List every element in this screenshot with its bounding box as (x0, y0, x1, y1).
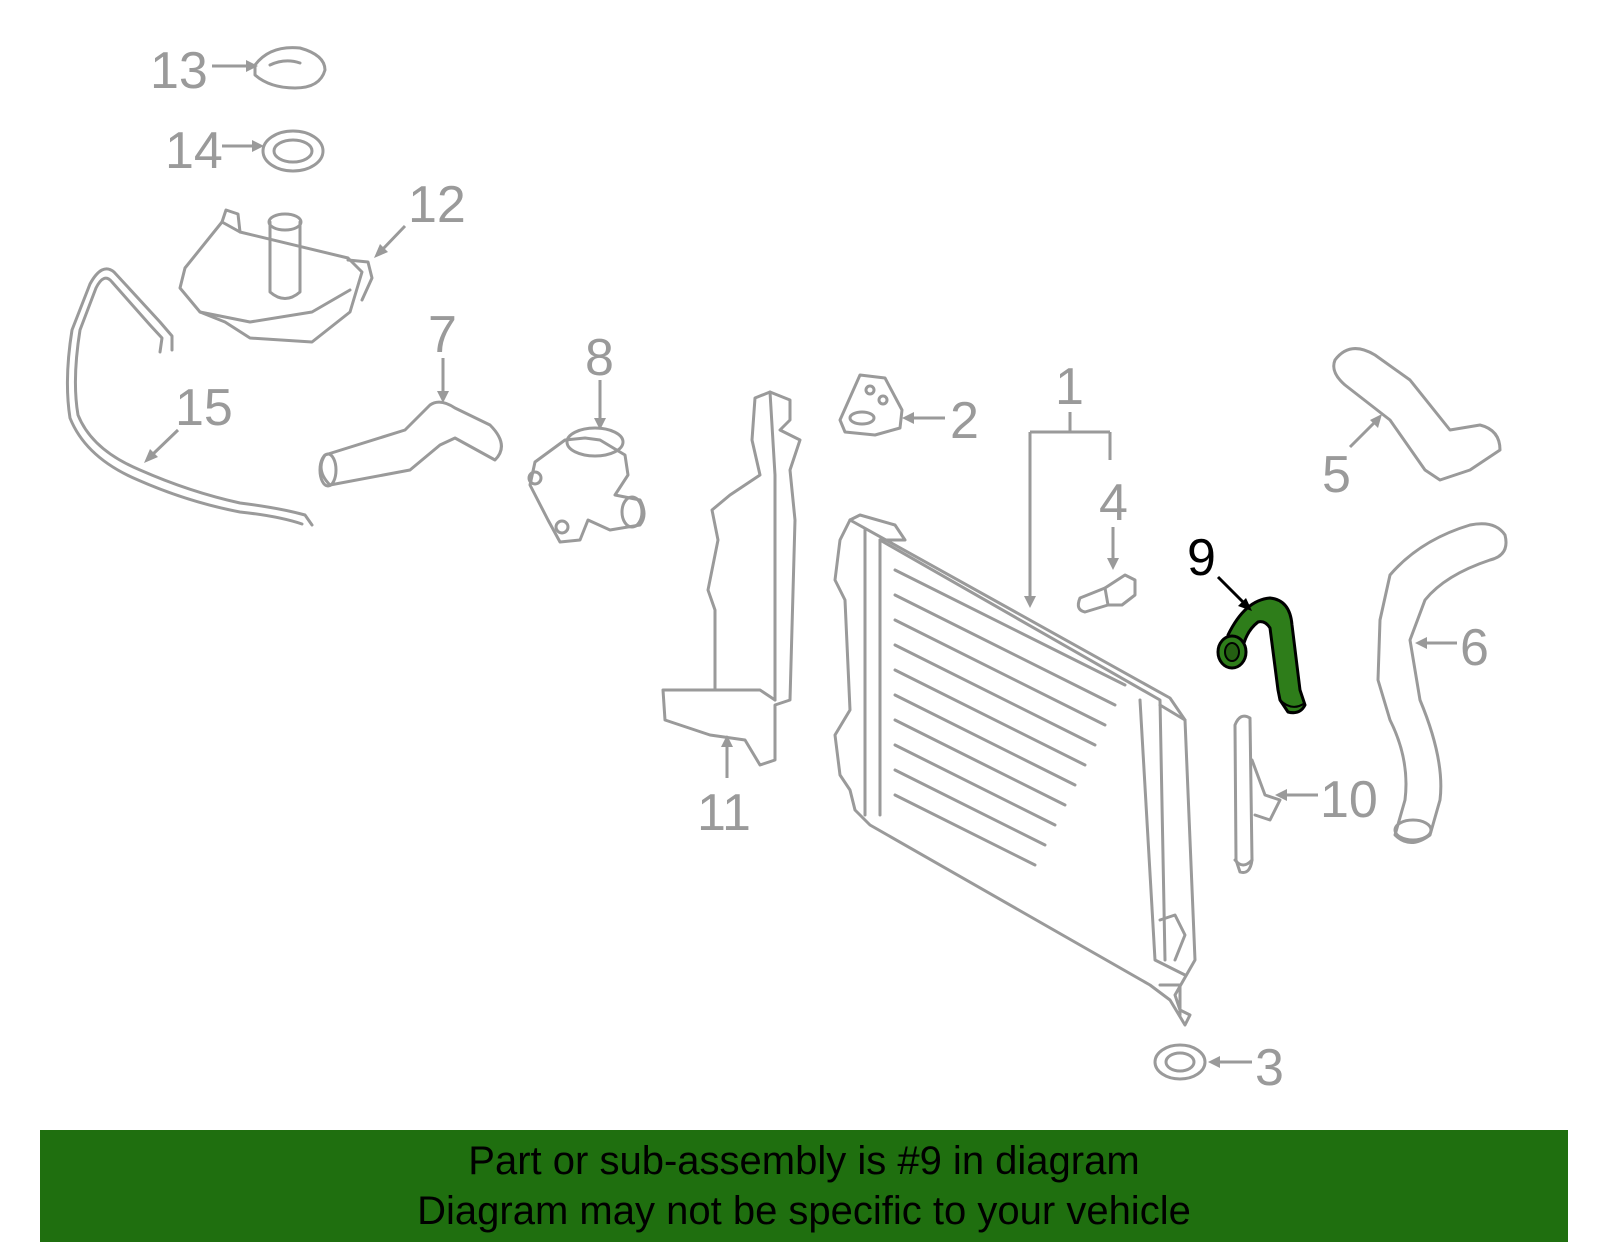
callout-10: 10 (1320, 771, 1378, 829)
leader-2 (902, 412, 945, 424)
callout-5: 5 (1322, 446, 1351, 504)
leader-8 (594, 380, 606, 430)
leader-9 (1216, 575, 1252, 611)
leader-10 (1275, 789, 1318, 801)
callout-14: 14 (165, 122, 223, 180)
part-8-thermostat[interactable] (527, 426, 646, 544)
callout-9: 9 (1187, 529, 1216, 587)
leader-13 (212, 60, 258, 72)
leader-5 (1348, 414, 1382, 449)
callout-15: 15 (175, 379, 233, 437)
leader-11 (721, 735, 733, 778)
leader-14 (222, 140, 264, 152)
part-12-reservoir[interactable] (178, 208, 374, 344)
leader-4 (1107, 527, 1119, 570)
callout-1: 1 (1055, 358, 1084, 416)
callout-4: 4 (1099, 474, 1128, 532)
leader-1 (1024, 412, 1112, 608)
callout-7: 7 (428, 306, 457, 364)
part-13-cap[interactable] (253, 46, 327, 90)
callout-12: 12 (408, 176, 466, 234)
part-9-hose-highlighted[interactable] (1216, 596, 1307, 715)
callout-13: 13 (150, 42, 208, 100)
leader-7 (437, 358, 449, 403)
part-14-o-ring[interactable] (261, 129, 325, 173)
part-3-drain-seal[interactable] (1153, 1043, 1207, 1081)
banner-line-1: Part or sub-assembly is #9 in diagram (468, 1139, 1140, 1183)
part-4-bolt[interactable] (1076, 573, 1137, 614)
part-6-lower-hose[interactable] (1376, 522, 1508, 844)
callout-3: 3 (1255, 1039, 1284, 1097)
part-11-air-guide[interactable] (661, 390, 802, 767)
leader-15 (144, 428, 180, 463)
part-2-bracket[interactable] (838, 373, 904, 437)
part-1-radiator[interactable] (833, 513, 1197, 1027)
leader-12 (374, 224, 407, 258)
leader-3 (1208, 1056, 1252, 1068)
part-5-hose[interactable] (1332, 347, 1502, 482)
callout-2: 2 (950, 392, 979, 450)
callout-8: 8 (585, 329, 614, 387)
parts-diagram: 13 14 12 15 7 (65, 42, 1508, 1097)
part-10-pipe[interactable] (1233, 714, 1282, 874)
info-banner: Part or sub-assembly is #9 in diagram Di… (40, 1130, 1568, 1242)
radiator-fins (893, 568, 1127, 867)
callout-6: 6 (1460, 619, 1489, 677)
part-7-upper-hose[interactable] (318, 400, 503, 488)
leader-6 (1415, 637, 1457, 649)
callout-11: 11 (697, 784, 751, 842)
banner-line-2: Diagram may not be specific to your vehi… (417, 1189, 1191, 1233)
part-15-hose[interactable] (65, 267, 314, 527)
